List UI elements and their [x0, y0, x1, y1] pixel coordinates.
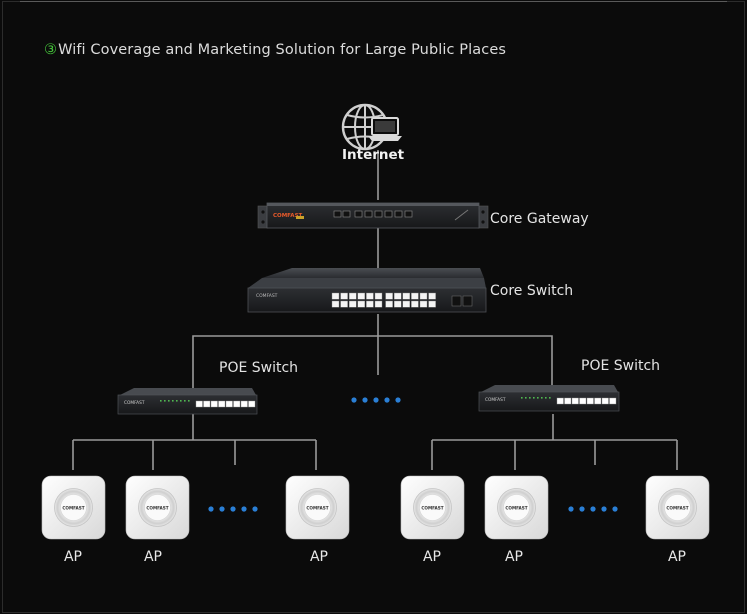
poe-right-brand: COMFAST: [485, 397, 506, 403]
poe-switch-left-device: COMFAST: [117, 388, 258, 415]
page-title: ③Wifi Coverage and Marketing Solution fo…: [44, 42, 506, 58]
core-switch-port: [357, 292, 365, 300]
core-switch-port: [331, 292, 340, 300]
core-gateway-device: COMFAST: [257, 202, 489, 229]
ellipsis-dots-center: [351, 397, 401, 403]
ap-label-6: AP: [667, 549, 687, 565]
core-switch-port: [394, 292, 402, 300]
core-switch-port: [428, 292, 436, 300]
access-points: COMFAST COMFAST COMFAST COMFAST COMFAST COMFA…: [41, 475, 710, 540]
ap-label-4: AP: [422, 549, 442, 565]
laptop-icon: [368, 117, 402, 141]
title-number: ③: [44, 42, 58, 58]
access-point-device: COMFAST: [645, 475, 710, 540]
ap-brand-3: COMFAST: [306, 506, 328, 511]
gateway-brand: COMFAST: [273, 213, 303, 219]
ap-brand-5: COMFAST: [505, 506, 527, 511]
core-switch-port: [366, 300, 374, 308]
ellipsis-dots-left: [208, 506, 258, 512]
ap-label-2: AP: [143, 549, 163, 565]
core-switch-device: COMFAST: [247, 268, 487, 313]
core-switch-port: [402, 300, 410, 308]
title-text: Wifi Coverage and Marketing Solution for…: [58, 42, 506, 58]
access-point-device: COMFAST: [285, 475, 350, 540]
access-point-device: COMFAST: [400, 475, 465, 540]
core-switch-port: [394, 300, 402, 308]
ap-label-5: AP: [504, 549, 524, 565]
core-switch-port: [340, 300, 348, 308]
connection-lines: [72, 150, 678, 470]
access-point-device: COMFAST: [484, 475, 549, 540]
ap-brand-1: COMFAST: [62, 506, 84, 511]
poe-switch-right-device: COMFAST: [478, 385, 620, 412]
core-switch-port: [419, 292, 428, 300]
ap-brand-4: COMFAST: [421, 506, 443, 511]
ellipsis-dots-right: [568, 506, 618, 512]
internet-label: Internet: [342, 147, 405, 163]
core-switch-port: [385, 292, 393, 300]
core-switch-port: [349, 300, 357, 308]
access-point-device: COMFAST: [41, 475, 106, 540]
core-switch-port: [374, 292, 383, 300]
ap-brand-2: COMFAST: [146, 506, 168, 511]
core-switch-label: Core Switch: [490, 283, 574, 299]
core-switch-port: [340, 292, 348, 300]
core-gateway-label: Core Gateway: [490, 211, 589, 227]
core-switch-port: [366, 292, 374, 300]
core-switch-port: [411, 300, 419, 308]
access-point-device: COMFAST: [125, 475, 190, 540]
ap-label-1: AP: [63, 549, 83, 565]
core-switch-port: [349, 292, 357, 300]
link-core-poe-branches: [192, 335, 553, 388]
core-switch-ports: [331, 292, 436, 308]
core-switch-port: [402, 292, 410, 300]
ap-label-3: AP: [309, 549, 329, 565]
core-switch-port: [428, 300, 436, 308]
poe-left-brand: COMFAST: [124, 400, 145, 406]
poe-switch-left-label: POE Switch: [219, 360, 299, 376]
top-divider: [20, 1, 727, 2]
ap-brand-6: COMFAST: [666, 506, 688, 511]
core-switch-port: [331, 300, 340, 308]
core-switch-port: [357, 300, 365, 308]
core-switch-brand: COMFAST: [256, 293, 278, 299]
poe-switch-right-label: POE Switch: [581, 358, 661, 374]
core-switch-port: [419, 300, 428, 308]
core-switch-port: [374, 300, 383, 308]
core-switch-port: [385, 300, 393, 308]
core-switch-port: [411, 292, 419, 300]
